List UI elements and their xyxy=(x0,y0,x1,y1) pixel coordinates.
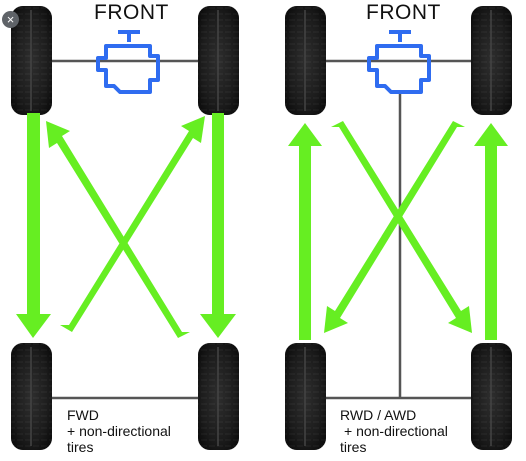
arrow-rr-to-fl xyxy=(46,121,190,338)
rotation-arrows-fwd xyxy=(16,113,236,338)
front-label: FRONT xyxy=(366,1,441,24)
tire-rear-left xyxy=(11,343,52,450)
caption-fwd: FWD + non-directional tires xyxy=(67,407,171,455)
tire-front-left xyxy=(285,6,326,115)
caption-line: tires xyxy=(340,439,367,455)
caption-line: + non-directional xyxy=(344,423,448,439)
caption-line: RWD / AWD xyxy=(340,407,417,423)
caption-line: + non-directional xyxy=(67,423,171,439)
tire-front-left xyxy=(11,6,52,115)
panel-rwd-awd xyxy=(285,6,512,450)
tire-front-right xyxy=(198,6,239,115)
caption-line: FWD xyxy=(67,407,99,423)
engine-icon xyxy=(96,30,160,94)
panel-fwd xyxy=(11,6,239,450)
close-icon[interactable]: × xyxy=(2,11,19,28)
arrow-fl-to-rr xyxy=(331,121,472,333)
front-label: FRONT xyxy=(94,1,169,24)
rotation-arrows-rwd xyxy=(288,121,508,340)
arrow-fr-to-rr xyxy=(200,113,236,338)
tire-front-right xyxy=(471,6,512,115)
caption-line: tires xyxy=(67,439,94,455)
engine-icon xyxy=(367,30,431,94)
caption-rwd-awd: RWD / AWD + non-directional tires xyxy=(340,407,448,455)
arrow-rr-to-fr xyxy=(474,123,508,340)
tire-rear-right xyxy=(198,343,239,450)
arrow-rl-to-fr xyxy=(60,116,205,332)
arrow-fr-to-rl xyxy=(324,121,465,333)
arrow-fl-to-rl xyxy=(16,113,51,338)
arrow-rl-to-fl xyxy=(288,123,322,340)
tire-rear-left xyxy=(285,343,326,450)
tire-rear-right xyxy=(471,343,512,450)
